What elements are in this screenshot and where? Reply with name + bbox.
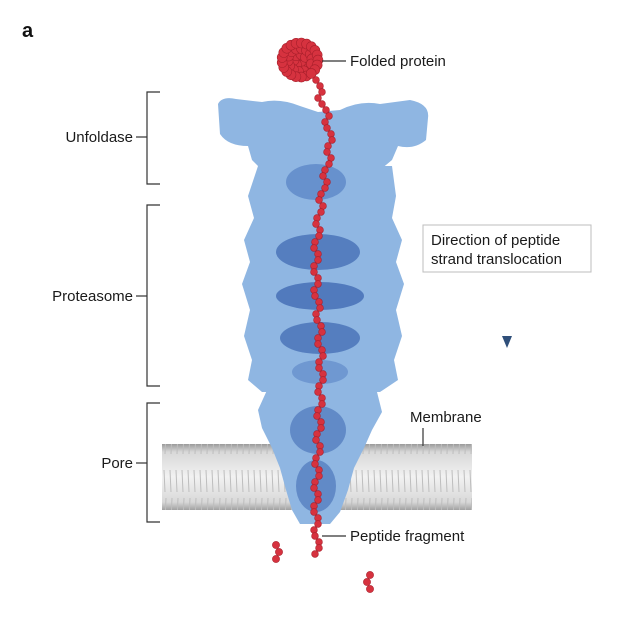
peptide-bead — [314, 406, 322, 414]
peptide-bead — [323, 124, 331, 132]
peptide-bead — [315, 544, 323, 552]
fragment-bead — [363, 578, 371, 586]
peptide-bead — [318, 346, 326, 354]
peptide-bead — [310, 286, 318, 294]
peptide-bead — [310, 244, 318, 252]
peptide-bead — [319, 172, 327, 180]
peptide-bead — [314, 256, 322, 264]
folded-protein-label: Folded protein — [350, 53, 446, 70]
peptide-bead — [319, 376, 327, 384]
peptide-bead — [314, 280, 322, 288]
membrane-label: Membrane — [410, 409, 482, 426]
peptide-bead — [314, 340, 322, 348]
peptide-fragment-label: Peptide fragment — [350, 528, 465, 545]
peptide-bead — [327, 130, 335, 138]
fragment-bead — [272, 541, 280, 549]
peptide-bead — [310, 508, 318, 516]
peptide-bead — [328, 136, 336, 144]
pore-label: Pore — [101, 455, 133, 472]
peptide-bead — [314, 496, 322, 504]
fragment-bead — [366, 585, 374, 593]
proteasome-bracket — [136, 204, 160, 387]
peptide-bead — [323, 148, 331, 156]
peptide-bead — [319, 352, 327, 360]
peptide-bead — [325, 112, 333, 120]
direction-box: Direction of peptide strand translocatio… — [422, 224, 592, 273]
peptide-bead — [317, 424, 325, 432]
peptide-fragments — [272, 541, 374, 593]
peptide-bead — [311, 292, 319, 300]
peptide-bead — [322, 106, 330, 114]
peptide-bead — [318, 88, 326, 96]
peptide-bead — [317, 322, 325, 330]
peptide-bead — [311, 532, 319, 540]
peptide-bead — [310, 484, 318, 492]
direction-text-line1: Direction of peptide — [431, 232, 560, 249]
peptide-bead — [316, 304, 324, 312]
peptide-bead — [312, 76, 320, 84]
peptide-bead — [324, 142, 332, 150]
peptide-bead — [315, 472, 323, 480]
peptide-bead — [312, 454, 320, 462]
folded-protein — [276, 37, 324, 83]
peptide-bead — [314, 94, 322, 102]
peptide-bead — [315, 382, 323, 390]
peptide-bead — [316, 226, 324, 234]
unfoldase-shape — [218, 98, 429, 170]
peptide-bead — [313, 316, 321, 324]
peptide-bead — [315, 232, 323, 240]
direction-text-line2: strand translocation — [431, 251, 562, 268]
peptide-bead — [313, 214, 321, 222]
pore-bracket — [136, 402, 160, 523]
fragment-bead — [275, 548, 283, 556]
peptide-bead — [314, 388, 322, 396]
peptide-bead — [325, 160, 333, 168]
fragment-bead — [366, 571, 374, 579]
peptide-bead — [315, 364, 323, 372]
peptide-bead — [311, 550, 319, 558]
peptide-bead — [314, 520, 322, 528]
panel-label: a — [22, 20, 34, 42]
peptide-bead — [313, 412, 321, 420]
peptide-strand — [310, 76, 336, 558]
peptide-bead — [315, 196, 323, 204]
unfoldase-label: Unfoldase — [65, 129, 133, 146]
peptide-bead — [316, 448, 324, 456]
peptide-bead — [310, 526, 318, 534]
peptide-bead — [311, 238, 319, 246]
peptide-bead — [311, 460, 319, 468]
peptide-bead — [318, 328, 326, 336]
proteasome-label: Proteasome — [52, 288, 133, 305]
peptide-bead — [312, 220, 320, 228]
peptide-bead — [310, 268, 318, 276]
peptide-bead — [318, 400, 326, 408]
peptide-bead — [311, 478, 319, 486]
peptide-bead — [312, 436, 320, 444]
peptide-bead — [317, 208, 325, 216]
peptide-bead — [321, 184, 329, 192]
peptide-bead — [318, 100, 326, 108]
folded-protein-bead — [305, 68, 317, 79]
peptide-bead — [315, 298, 323, 306]
peptide-bead — [313, 430, 321, 438]
pore-shape — [258, 388, 382, 524]
peptide-bead — [312, 310, 320, 318]
fragment-bead — [272, 555, 280, 563]
unfoldase-bracket — [136, 91, 160, 185]
